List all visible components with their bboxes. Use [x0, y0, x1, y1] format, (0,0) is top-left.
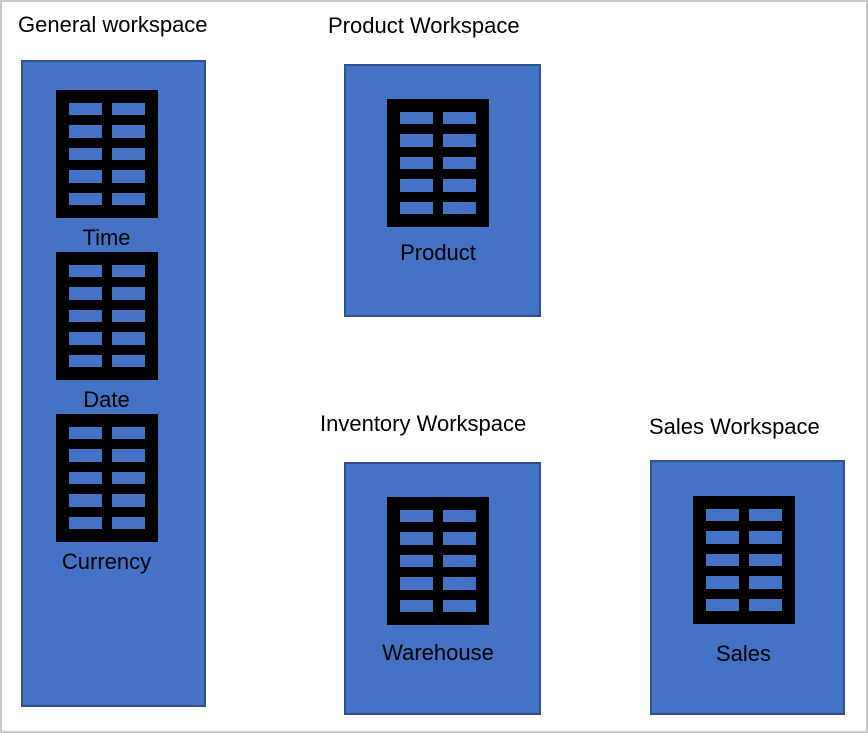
table-icon-cell	[111, 449, 145, 462]
workspace-box-inventory: Warehouse	[344, 462, 541, 715]
table-figure-date: Date	[55, 252, 158, 414]
table-icon-cell	[68, 192, 102, 205]
table-icon	[55, 414, 158, 542]
table-icon-cell	[443, 554, 476, 568]
table-icon-cell	[400, 201, 433, 214]
table-icon-cell	[111, 332, 145, 345]
table-label: Currency	[61, 549, 152, 574]
table-icon	[55, 252, 158, 380]
table-icon-cell	[68, 516, 102, 529]
table-figure-sales: Sales	[692, 496, 795, 668]
table-icon-cell	[68, 287, 102, 300]
table-icon-cell	[111, 192, 145, 205]
table-icon-cell	[400, 156, 433, 170]
table-icon-cell	[443, 112, 476, 125]
table-icon-cell	[443, 134, 476, 147]
table-icon-cell	[400, 577, 433, 590]
table-icon-cell	[111, 103, 145, 116]
table-icon-cell	[111, 494, 145, 507]
table-icon-cell	[705, 509, 739, 522]
table-icon-cell	[443, 156, 476, 170]
table-icon-cell	[68, 265, 102, 278]
table-icon-cell	[443, 599, 476, 612]
table-icon-cell	[68, 147, 102, 161]
table-icon-cell	[111, 309, 145, 323]
table-figure-warehouse: Warehouse	[382, 497, 494, 667]
table-icon-cell	[111, 125, 145, 138]
table-icon	[387, 99, 489, 227]
table-icon-cell	[748, 598, 782, 611]
workspace-box-sales: Sales	[650, 460, 845, 715]
table-icon-cell	[68, 494, 102, 507]
workspace-title-general: General workspace	[18, 12, 208, 37]
table-icon-cell	[68, 332, 102, 345]
table-icon-cell	[68, 103, 102, 116]
table-icon-cell	[400, 532, 433, 545]
table-icon-cell	[400, 554, 433, 568]
table-label: Sales	[715, 641, 772, 666]
table-figure-product: Product	[387, 99, 489, 267]
workspace-title-inventory: Inventory Workspace	[320, 411, 527, 436]
table-icon-cell	[68, 471, 102, 485]
workspace-box-product: Product	[344, 64, 541, 317]
table-label: Product	[400, 240, 476, 265]
table-icon-cell	[111, 516, 145, 529]
table-icon-cell	[68, 125, 102, 138]
table-icon-cell	[748, 531, 782, 544]
table-figure-time: Time	[55, 90, 158, 252]
table-icon-cell	[443, 179, 476, 192]
workspace-title-product: Product Workspace	[328, 13, 520, 38]
table-icon-cell	[111, 265, 145, 278]
table-icon-cell	[68, 449, 102, 462]
table-icon-cell	[111, 427, 145, 440]
table-icon-cell	[748, 553, 782, 567]
table-icon-cell	[443, 510, 476, 523]
workspace-title-sales: Sales Workspace	[649, 414, 820, 439]
table-label: Date	[83, 387, 130, 412]
table-icon-cell	[111, 471, 145, 485]
workspace-box-general: Time Date Currency	[21, 60, 206, 707]
table-icon	[387, 497, 489, 625]
table-icon-cell	[400, 179, 433, 192]
table-icon-cell	[400, 510, 433, 523]
table-icon-cell	[111, 147, 145, 161]
table-icon-cell	[705, 553, 739, 567]
table-icon-cell	[400, 599, 433, 612]
table-icon-cell	[68, 309, 102, 323]
table-icon-cell	[443, 577, 476, 590]
table-icon-cell	[68, 170, 102, 183]
table-icon-cell	[748, 509, 782, 522]
table-icon-cell	[400, 112, 433, 125]
table-icon-cell	[111, 170, 145, 183]
table-icon	[55, 90, 158, 218]
table-icon-cell	[705, 598, 739, 611]
table-icon-cell	[443, 532, 476, 545]
table-icon-cell	[443, 201, 476, 214]
table-label: Time	[82, 225, 131, 250]
table-icon-cell	[400, 134, 433, 147]
table-icon-cell	[111, 354, 145, 367]
table-icon-cell	[705, 576, 739, 589]
table-icon-cell	[111, 287, 145, 300]
table-figure-currency: Currency	[55, 414, 158, 576]
table-icon	[692, 496, 795, 624]
table-icon-cell	[68, 354, 102, 367]
table-icon-cell	[705, 531, 739, 544]
table-label: Warehouse	[382, 640, 494, 665]
table-icon-cell	[748, 576, 782, 589]
table-icon-cell	[68, 427, 102, 440]
